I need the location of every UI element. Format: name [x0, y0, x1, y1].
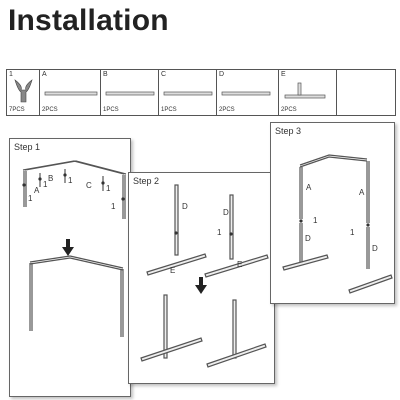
crossbar-icon — [163, 91, 213, 96]
short-pole-icon — [221, 91, 271, 96]
label-e: E — [170, 266, 175, 275]
step3-label: Step 3 — [275, 126, 302, 136]
label-b: B — [48, 174, 53, 183]
label-a: A — [34, 186, 40, 195]
step2-label: Step 2 — [133, 176, 160, 186]
label-a: A — [306, 183, 312, 192]
step2-panel: Step 2 D D 1 E E — [128, 172, 275, 384]
part-cell-a: A 2PCS — [40, 70, 101, 115]
part-qty: 2PCS — [42, 107, 58, 113]
step1-diagram: A B C 1 1 1 1 1 — [22, 160, 127, 337]
part-qty: 2PCS — [281, 107, 297, 113]
label-d: D — [223, 208, 229, 217]
label-1: 1 — [106, 184, 111, 193]
step3-panel: Step 3 A A 1 1 D D — [270, 122, 395, 304]
step3-diagram: A A 1 1 D D — [282, 154, 393, 294]
label-d: D — [182, 202, 188, 211]
parts-table: 1 7PCS A 2PCS B 1PCS C 1PCS D 2PCS — [6, 69, 396, 116]
label-e: E — [237, 260, 242, 269]
part-letter: D — [219, 71, 225, 78]
long-pole-icon — [44, 91, 98, 96]
part-cell-c: C 1PCS — [159, 70, 217, 115]
label-1: 1 — [313, 216, 318, 225]
part-cell-empty — [337, 70, 395, 115]
page-title: Installation — [8, 4, 169, 37]
label-c: C — [86, 181, 92, 190]
part-letter: A — [42, 71, 47, 78]
label-1: 1 — [68, 176, 73, 185]
part-cell-d: D 2PCS — [217, 70, 279, 115]
step1-panel: Step 1 — [9, 138, 131, 397]
wing-nut-icon — [14, 79, 33, 103]
step2-diagram: D D 1 E E — [140, 184, 269, 368]
label-d: D — [372, 244, 378, 253]
part-letter: B — [103, 71, 108, 78]
part-cell-b: B 1PCS — [101, 70, 159, 115]
label-1: 1 — [28, 194, 33, 203]
part-cell-e: E 2PCS — [279, 70, 337, 115]
part-qty: 1PCS — [161, 107, 177, 113]
part-qty: 1PCS — [103, 107, 119, 113]
label-d: D — [305, 234, 311, 243]
part-cell-1: 1 7PCS — [7, 70, 40, 115]
label-1: 1 — [217, 228, 222, 237]
crossbar-icon — [105, 91, 155, 96]
foot-base-icon — [284, 82, 326, 99]
part-letter: 1 — [9, 71, 13, 78]
label-1: 1 — [43, 180, 48, 189]
label-1: 1 — [111, 202, 116, 211]
step1-label: Step 1 — [14, 142, 41, 152]
part-qty: 7PCS — [9, 107, 25, 113]
part-qty: 2PCS — [219, 107, 235, 113]
part-letter: C — [161, 71, 167, 78]
label-a: A — [359, 188, 365, 197]
part-letter: E — [281, 71, 286, 78]
label-1: 1 — [350, 228, 355, 237]
